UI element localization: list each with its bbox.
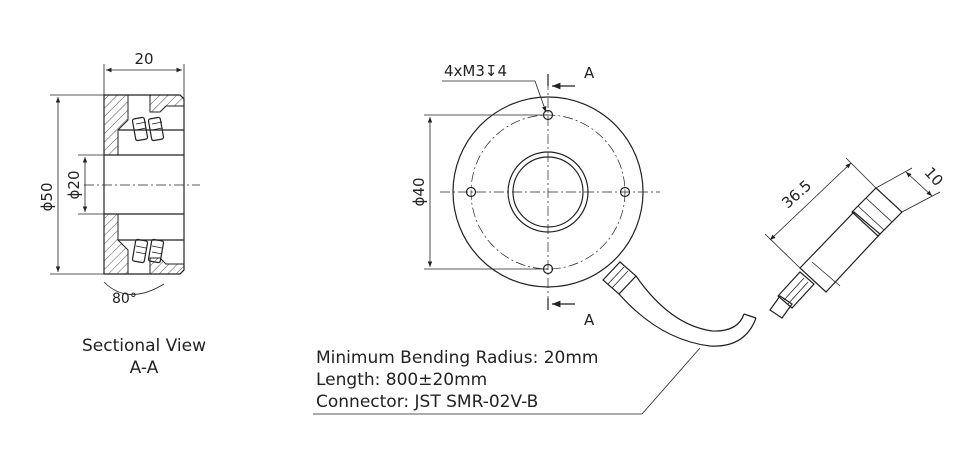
dim-40-label: ϕ40	[410, 178, 428, 207]
dim-20d-label: ϕ20	[65, 171, 83, 200]
section-caption-line1: Sectional View	[82, 336, 206, 356]
cable-end-piece	[769, 295, 793, 319]
hole-callout-label: 4xM3↧4	[444, 62, 507, 80]
connector-icon	[799, 187, 903, 293]
section-hatch-upper-left	[103, 94, 129, 156]
notes: Minimum Bending Radius: 20mm Length: 800…	[313, 347, 701, 415]
cable-edge-inner	[635, 275, 745, 332]
dim-36-label: 36.5	[778, 176, 815, 212]
section-hatch-lower-left	[103, 213, 129, 275]
dim-angle-label: 80°	[112, 291, 137, 307]
dim-36-line	[769, 162, 852, 241]
cable-edge-outer	[618, 293, 757, 347]
note-line3: Connector: JST SMR-02V-B	[316, 392, 538, 412]
dim-20-label: 20	[134, 50, 153, 68]
led-upper-icon	[131, 116, 165, 142]
sectional-view: 20 ϕ50 ϕ20 80° Sectional View A-A	[38, 50, 206, 378]
dim-36-ext-a	[764, 233, 801, 269]
section-hatch-lower-right	[149, 257, 185, 275]
dim-10-ext-b	[901, 191, 941, 213]
note-leader	[641, 347, 701, 415]
led-lower-icon	[131, 238, 165, 264]
dim-10-line	[905, 171, 933, 197]
front-view: ϕ40 4xM3↧4 A A	[410, 62, 660, 329]
dim-36-ext-b	[845, 157, 877, 189]
section-mark-top-label: A	[584, 64, 595, 82]
cable-break	[743, 313, 757, 319]
note-line2: Length: 800±20mm	[316, 370, 487, 390]
section-mark-bottom-label: A	[584, 311, 595, 329]
section-hatch-upper-right	[149, 94, 185, 113]
dim-angle-arc	[103, 281, 165, 295]
dim-10-label: 10	[921, 164, 947, 190]
dim-50-label: ϕ50	[38, 183, 56, 212]
note-line1: Minimum Bending Radius: 20mm	[316, 348, 598, 368]
section-caption-line2: A-A	[130, 358, 159, 378]
strain-relief	[602, 261, 637, 295]
cable	[602, 187, 903, 347]
crimp-icon	[777, 271, 815, 309]
hole-callout-leader	[534, 80, 547, 113]
dim-10-ext-a	[875, 167, 913, 189]
